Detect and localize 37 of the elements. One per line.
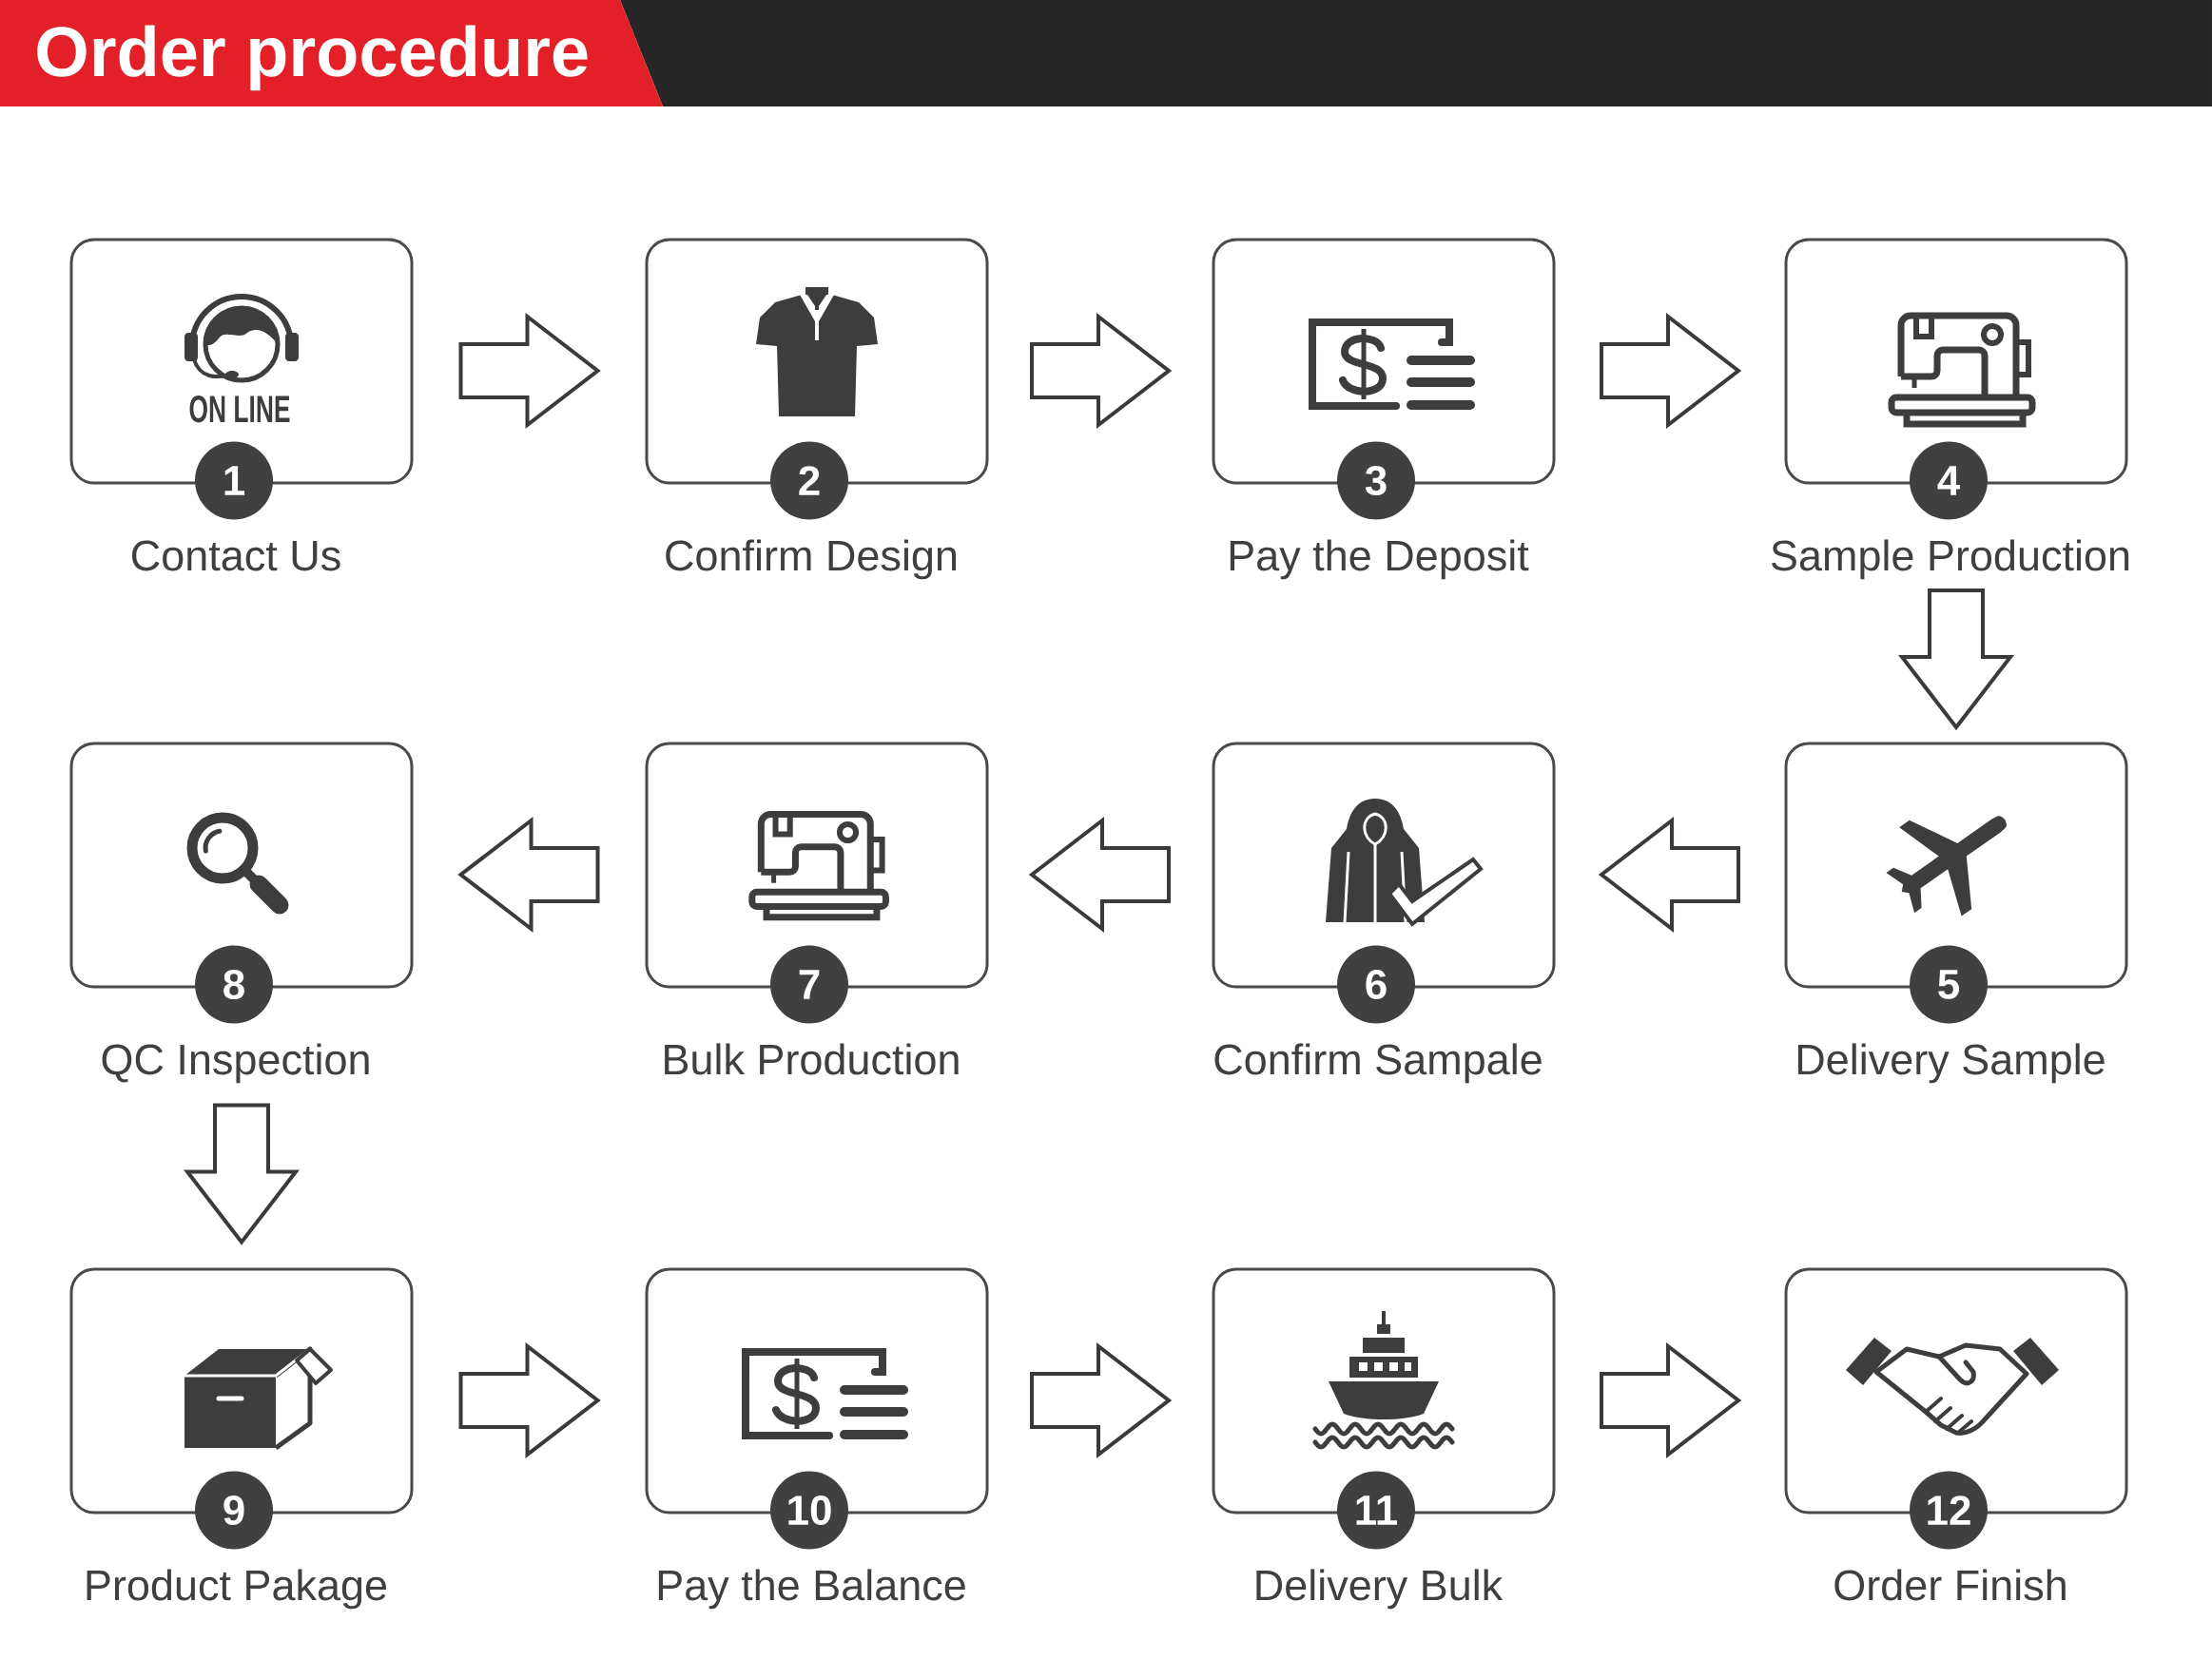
step-label: Order Finish: [1834, 1569, 2066, 1601]
icon-label: ON LINE: [189, 395, 290, 423]
number-badge: 10: [770, 1471, 848, 1550]
block-arrow: [1028, 816, 1171, 934]
number-badge: 11: [1337, 1471, 1415, 1550]
block-arrow: [1897, 588, 2015, 731]
number-badge: 6: [1337, 945, 1415, 1024]
number-badge: 8: [195, 945, 273, 1024]
number-badge: 1: [195, 441, 273, 520]
step-label: Delivery Sample: [1797, 1043, 2105, 1084]
step-label: Pay the Deposit: [1230, 539, 1529, 580]
number-badge: 7: [770, 945, 848, 1024]
block-arrow: [458, 312, 601, 430]
block-arrow: [183, 1103, 301, 1245]
number-badge: 5: [1910, 945, 1988, 1024]
step-label: Product Pakage: [87, 1569, 387, 1610]
step-label: Sample Production: [1771, 539, 2129, 580]
number-badge: 4: [1910, 441, 1988, 520]
number-badge: 9: [195, 1471, 273, 1550]
step-label: Pay the Balance: [658, 1569, 965, 1610]
title-banner: Order procedure: [0, 0, 663, 106]
step-label: Confirm Sampale: [1214, 1043, 1542, 1084]
number-badge: 12: [1910, 1471, 1988, 1550]
step-label: QC Inspection: [102, 1043, 369, 1084]
block-arrow: [1598, 816, 1740, 934]
block-arrow: [1030, 1341, 1173, 1459]
number-badge: 2: [770, 441, 848, 520]
number-badge: 3: [1337, 441, 1415, 520]
step-label: Confirm Design: [666, 539, 957, 580]
step-label: Contact Us: [132, 540, 340, 571]
block-arrow: [1600, 1341, 1742, 1459]
block-arrow: [1030, 312, 1173, 430]
step-label: Bulk Production: [665, 1043, 959, 1075]
block-arrow: [458, 1341, 601, 1459]
step-label: Delivery Bulk: [1256, 1569, 1504, 1610]
block-arrow: [457, 816, 600, 934]
block-arrow: [1600, 312, 1742, 430]
